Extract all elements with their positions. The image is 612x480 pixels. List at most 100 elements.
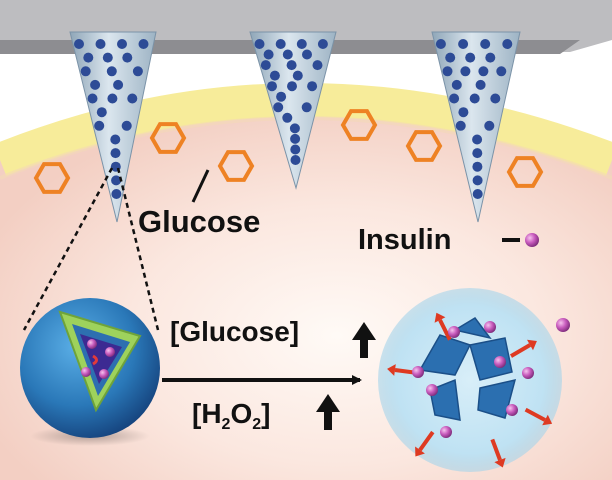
glucose-hexagon-icon <box>340 109 378 141</box>
nanoparticle-dot <box>478 66 489 77</box>
nanoparticle-dot <box>282 112 293 123</box>
nanoparticle-dot <box>94 120 105 131</box>
nanoparticle-dot <box>273 102 284 113</box>
insulin-dot-icon <box>448 326 460 338</box>
insulin-dot-icon <box>494 356 506 368</box>
nanoparticle-dot <box>442 66 453 77</box>
nanoparticle-dot <box>312 60 323 71</box>
insulin-dot-icon <box>87 339 97 349</box>
nanoparticle-dot <box>301 102 312 113</box>
microneedle-3 <box>431 31 521 223</box>
nanoparticle-dot <box>287 81 297 92</box>
core-contents <box>81 339 115 379</box>
nanoparticle-dot <box>484 120 495 131</box>
insulin-dot-icon <box>525 233 539 247</box>
glucose-molecules <box>33 109 544 194</box>
nanoparticle-dot <box>465 52 476 63</box>
glucose-label: Glucose <box>138 204 261 239</box>
glucose-hexagon-icon <box>149 122 187 154</box>
nanoparticle-dot <box>127 93 138 104</box>
nanoparticle-dot <box>302 49 312 60</box>
release-arrows <box>387 312 553 468</box>
particle-fragments <box>418 317 517 421</box>
nanoparticle-dot <box>496 66 507 77</box>
nanoparticle-dot <box>449 93 460 104</box>
insulin-dot-icon <box>81 367 91 377</box>
insulin-dot-icon <box>556 318 570 332</box>
up-arrow-icon <box>352 322 376 358</box>
nanoparticle-dot <box>460 66 471 77</box>
insulin-dot-icon <box>440 426 452 438</box>
h2o2-close: ] <box>261 398 271 429</box>
zoom-line-right <box>116 167 160 331</box>
nanoparticle-dot <box>113 79 124 90</box>
nanoparticle-dot <box>307 81 318 92</box>
nanoparticle-dot <box>275 39 286 49</box>
nanoparticle-dot <box>451 79 462 90</box>
enzyme-icon <box>92 354 98 366</box>
nanoparticle-dot <box>267 81 277 92</box>
up-arrow-icon <box>316 394 340 430</box>
release-arrow-shaft <box>509 343 532 358</box>
release-arrow-icon <box>387 364 396 376</box>
insulin-dot-icon <box>99 369 109 379</box>
h2o2-concentration-label: [H2O2] <box>192 398 270 434</box>
nanoparticle-dot <box>317 39 328 49</box>
h2o2-sub1: 2 <box>221 416 231 433</box>
nanoparticle-dot <box>121 120 132 131</box>
nanoparticle-dot <box>480 39 491 49</box>
nanoparticle-dot <box>472 134 483 145</box>
nanoparticle-dot <box>458 107 469 118</box>
nanoparticle-dot <box>472 161 483 172</box>
nanoparticle-dot <box>292 70 303 81</box>
microneedle-2 <box>249 31 337 190</box>
glucose-hexagon-icon <box>217 150 255 182</box>
nanoparticle-dot <box>110 148 121 159</box>
glucose-pointer <box>191 169 210 203</box>
release-arrow-icon <box>542 414 553 426</box>
insulin-dot-icon <box>484 321 496 333</box>
glucose-concentration-label: [Glucose] <box>170 316 300 347</box>
nanoparticle-dot <box>296 39 307 49</box>
nanoparticle-dot <box>117 39 127 49</box>
nanoparticle-dot <box>276 91 287 102</box>
release-arrow-shaft <box>524 407 546 422</box>
release-arrow-icon <box>527 339 537 351</box>
nanoparticle-dot <box>102 52 113 63</box>
release-halo <box>378 288 562 472</box>
nanoparticle-dot <box>111 175 122 186</box>
insulin-dot-icon <box>506 404 518 416</box>
nanoparticle-dot <box>107 93 118 104</box>
glucose-hexagon-icon <box>506 156 544 188</box>
glucose-hexagon-icon <box>33 162 71 194</box>
nanoparticle-dot <box>95 39 106 49</box>
nanoparticle-dot <box>87 93 98 104</box>
nanoparticle-dot <box>96 107 107 118</box>
nanoparticle-dot <box>286 60 297 71</box>
nanoparticle-dot <box>122 52 133 63</box>
nanoparticle-dot <box>290 133 301 144</box>
release-arrow-shaft <box>418 430 435 452</box>
nanoparticle-dot <box>290 144 301 155</box>
nanoparticle-dot <box>485 52 496 63</box>
release-arrow-shaft <box>438 319 452 341</box>
release-arrow-shaft <box>490 438 502 461</box>
glucose-hexagon-icon <box>405 130 443 162</box>
nanoparticle-dot <box>475 79 486 90</box>
release-arrow-icon <box>415 446 425 457</box>
nanoparticle-dot <box>260 60 271 71</box>
microneedle-1 <box>69 31 157 223</box>
nanoparticle-dot <box>458 39 469 49</box>
nanoparticle-dot <box>435 39 446 49</box>
nanoparticle-dots <box>74 39 513 199</box>
particle-fragment <box>477 378 517 419</box>
h2o2-sub2: 2 <box>252 416 262 433</box>
nanoparticle-dot <box>469 93 480 104</box>
nanoparticle-dot <box>490 93 501 104</box>
nanoparticle-dot <box>282 49 293 60</box>
nanoparticle-dot <box>472 175 483 186</box>
nanoparticle-dot <box>472 148 483 159</box>
insulin-dot-icon <box>105 347 115 357</box>
particle-fragment <box>453 317 492 340</box>
nanoparticle-dot <box>111 189 122 199</box>
